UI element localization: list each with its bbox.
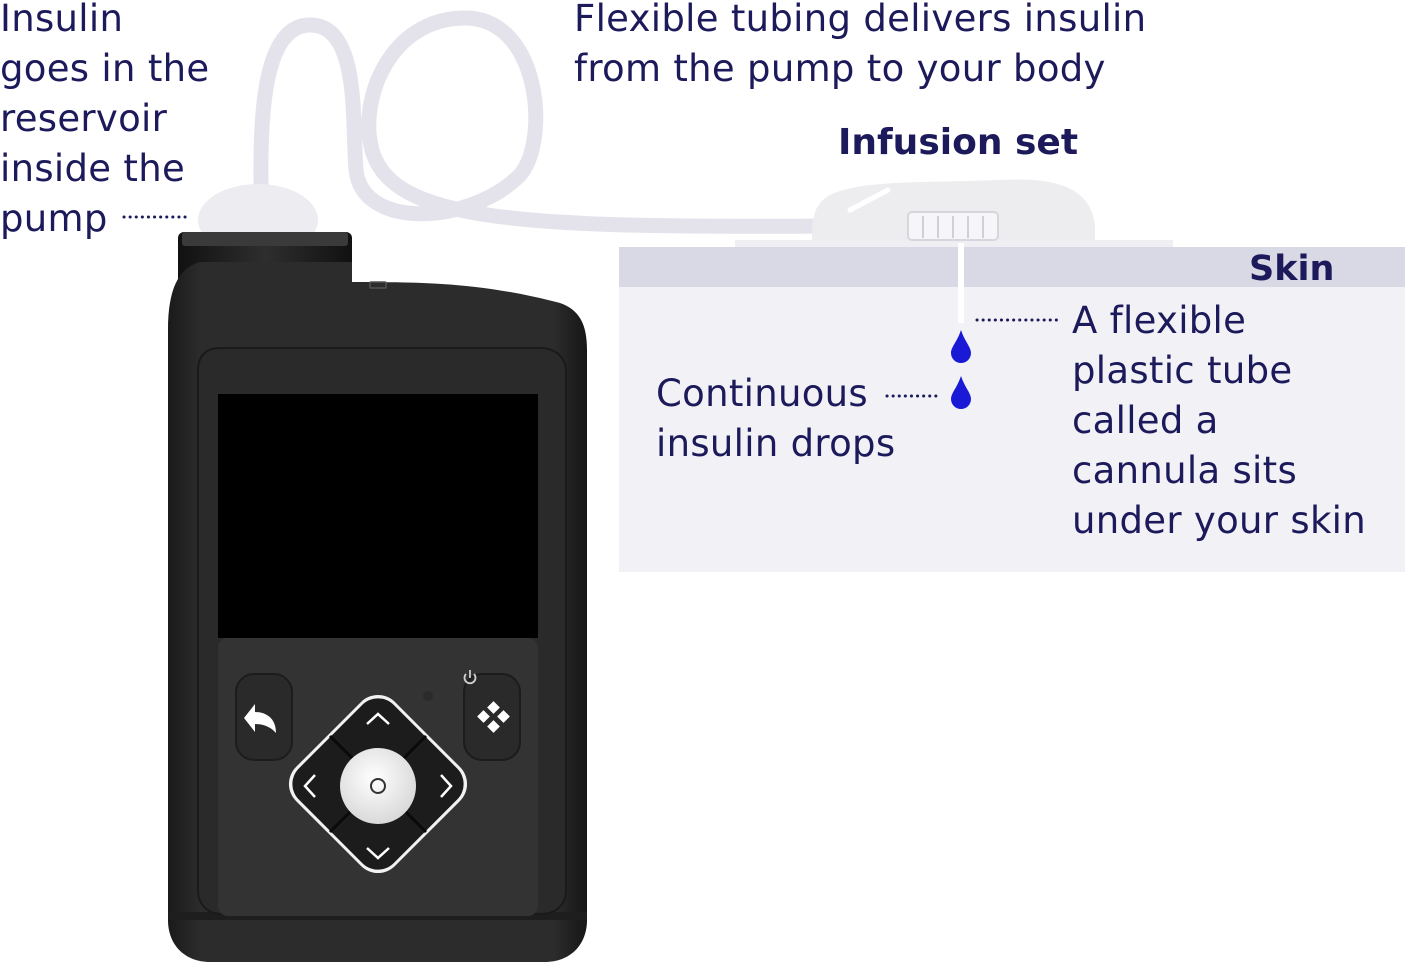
drops-label-line: insulin drops xyxy=(656,422,896,465)
chevron-right-icon[interactable] xyxy=(440,774,453,798)
circle-select-icon xyxy=(370,778,386,794)
pump-reservoir-rim xyxy=(182,232,348,246)
skin-surface-band xyxy=(619,247,1405,287)
insulin-drops-label: Continuous insulin drops xyxy=(656,369,895,469)
tubing-label-line: from the pump to your body xyxy=(574,47,1106,90)
cannula-label-line: under your skin xyxy=(1072,499,1367,542)
reservoir-label-line: goes in the xyxy=(0,47,210,90)
cannula-label-line: cannula sits xyxy=(1072,449,1298,492)
skin-panel xyxy=(619,240,1405,572)
reservoir-label-line: inside the xyxy=(0,147,186,190)
tubing-label: Flexible tubing delivers insulin from th… xyxy=(574,0,1146,94)
menu-button[interactable] xyxy=(463,673,521,761)
skin-top-edge xyxy=(735,240,1173,247)
navigation-pad xyxy=(288,694,468,874)
reservoir-label-line: pump xyxy=(0,197,108,240)
insulin-pump xyxy=(168,232,587,962)
cannula-label: A flexible plastic tube called a cannula… xyxy=(1072,296,1366,546)
drops-label-line: Continuous xyxy=(656,372,868,415)
cannula-label-line: plastic tube xyxy=(1072,349,1293,392)
reservoir-label-line: reservoir xyxy=(0,97,168,140)
chevron-up-icon[interactable] xyxy=(366,712,390,725)
leader-lines xyxy=(122,215,1060,398)
chevron-left-icon[interactable] xyxy=(303,774,316,798)
infusion-set-title: Infusion set xyxy=(838,122,1079,163)
grip-ridges xyxy=(922,216,984,238)
pump-screen xyxy=(218,394,538,638)
back-arrow-icon xyxy=(244,704,276,733)
cannula-label-line: A flexible xyxy=(1072,299,1247,342)
cannula-label-line: called a xyxy=(1072,399,1219,442)
reservoir-label-line: Insulin xyxy=(0,0,124,40)
insulin-drop-icon xyxy=(951,376,971,409)
reservoir-label: Insulin goes in the reservoir inside the… xyxy=(0,0,209,244)
cannula xyxy=(958,243,964,323)
select-button[interactable] xyxy=(340,748,416,824)
flexible-tubing xyxy=(253,10,843,234)
back-button[interactable] xyxy=(235,673,293,761)
chevron-down-icon[interactable] xyxy=(366,847,390,860)
power-icon xyxy=(463,670,477,685)
keypad-indicator xyxy=(423,691,433,701)
skin-title: Skin xyxy=(1249,249,1335,289)
infusion-set-device xyxy=(812,179,1095,241)
infusion-set-highlight xyxy=(847,187,891,213)
tubing-label-line: Flexible tubing delivers insulin xyxy=(574,0,1147,40)
skin-tissue xyxy=(619,287,1405,572)
pump-status-light xyxy=(369,281,387,289)
insulin-drop-icon xyxy=(951,330,971,363)
